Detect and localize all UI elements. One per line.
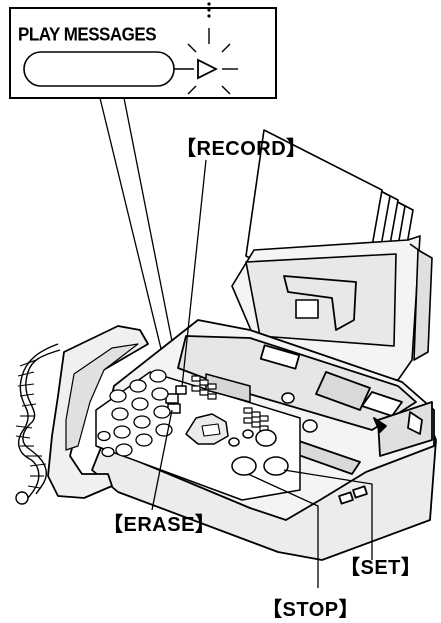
stop-label: 【STOP】 (262, 593, 359, 622)
stop-key (232, 457, 256, 475)
set-label: 【SET】 (340, 551, 421, 580)
dotted-indicator-line (207, 2, 210, 17)
record-key (176, 386, 186, 394)
play-messages-button (24, 52, 174, 86)
set-key (264, 457, 288, 475)
play-messages-label: PLAY MESSAGES (18, 24, 156, 46)
play-messages-inset (10, 2, 276, 98)
record-label: 【RECORD】 (176, 132, 307, 161)
start-key (256, 430, 276, 446)
erase-label: 【ERASE】 (103, 508, 215, 537)
